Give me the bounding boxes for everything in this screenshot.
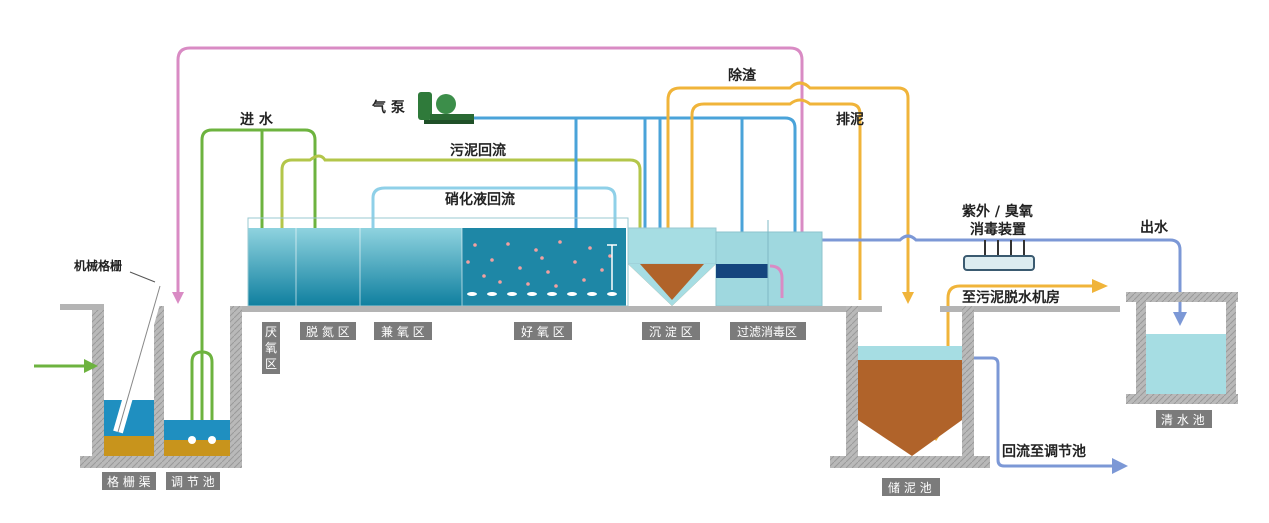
sludge-discharge-arrow [902, 292, 914, 304]
effluent-arrow [1173, 312, 1187, 326]
to-dewatering-label: 至污泥脱水机房 [962, 289, 1060, 306]
to-dewatering-arrow [1092, 279, 1108, 293]
aerobic-water [462, 228, 626, 306]
return-to-equalization-line [962, 356, 1115, 468]
zone-equalization: 调 节 池 [171, 475, 215, 489]
green-inflow-line [200, 128, 317, 440]
denitrification-water [248, 228, 360, 306]
sedimentation-hopper [628, 264, 716, 306]
zone-clear-water: 清 水 池 [1161, 413, 1205, 427]
main-tank [247, 217, 823, 307]
sludge-hopper [858, 360, 962, 456]
inflow-label: 进 水 [240, 111, 274, 128]
sludge-return-line [280, 154, 642, 270]
aeration-bubbles [466, 240, 612, 288]
zone-facultative: 兼 氧 区 [381, 325, 425, 339]
sludge-discharge-label: 排泥 [836, 111, 864, 128]
filter-pipe [769, 264, 784, 298]
effluent-line [800, 234, 1182, 315]
zone-anaerobic-1: 厌 [265, 325, 277, 339]
zone-labels: 厌 氧 区 脱 氮 区 兼 氧 区 好 氧 区 沉 淀 区 过滤消毒区 格 栅 … [102, 322, 1212, 496]
grit-sediment [104, 436, 154, 456]
clear-water [1146, 334, 1226, 394]
zone-grit-channel: 格 栅 渠 [107, 474, 151, 489]
mech-screen-label: 机械格栅 [74, 258, 122, 273]
screen-pointer [129, 271, 156, 283]
sludge-return-label: 污泥回流 [450, 142, 506, 159]
grit-and-equalization [60, 284, 242, 468]
uv-ozone-label-2: 消毒装置 [970, 221, 1026, 238]
ground-slab-right [940, 306, 1120, 312]
zone-filter-disinfection: 过滤消毒区 [737, 325, 797, 339]
zone-denitrification: 脱 氮 区 [306, 324, 350, 339]
return-arrow [1112, 458, 1128, 474]
air-pump-icon [418, 92, 474, 124]
nitrate-return-label: 硝化液回流 [445, 191, 515, 208]
zone-sludge-tank: 储 泥 池 [888, 480, 932, 495]
zone-aerobic: 好 氧 区 [521, 325, 565, 339]
to-dewatering-line [933, 284, 1095, 441]
green-siphon [190, 350, 214, 440]
aerators [467, 292, 617, 296]
sedimentation-water [627, 227, 717, 265]
sludge-discharge-line [690, 98, 862, 300]
zone-anaerobic-3: 区 [265, 357, 277, 371]
air-pump-label: 气 泵 [371, 99, 405, 116]
effluent-label: 出水 [1140, 219, 1169, 236]
slag-removal-label: 除渣 [728, 67, 757, 84]
facultative-water [360, 228, 462, 306]
air-line-main [470, 116, 797, 280]
zone-sedimentation: 沉 淀 区 [649, 325, 693, 339]
zone-anaerobic-2: 氧 [265, 341, 277, 355]
pink-arrowhead [172, 292, 184, 304]
eq-sediment [164, 440, 230, 456]
nitrate-return-line [371, 186, 617, 275]
uv-ozone-device [963, 240, 1035, 271]
uv-ozone-label-1: 紫外 / 臭氧 [962, 203, 1033, 220]
sludge-storage-tank [830, 306, 990, 468]
ground-slab [242, 306, 882, 312]
return-to-tank-label: 回流至调节池 [1002, 443, 1086, 460]
slag-removal-line [666, 81, 910, 295]
filter-media [716, 264, 768, 278]
clear-water-tank [1126, 292, 1238, 404]
